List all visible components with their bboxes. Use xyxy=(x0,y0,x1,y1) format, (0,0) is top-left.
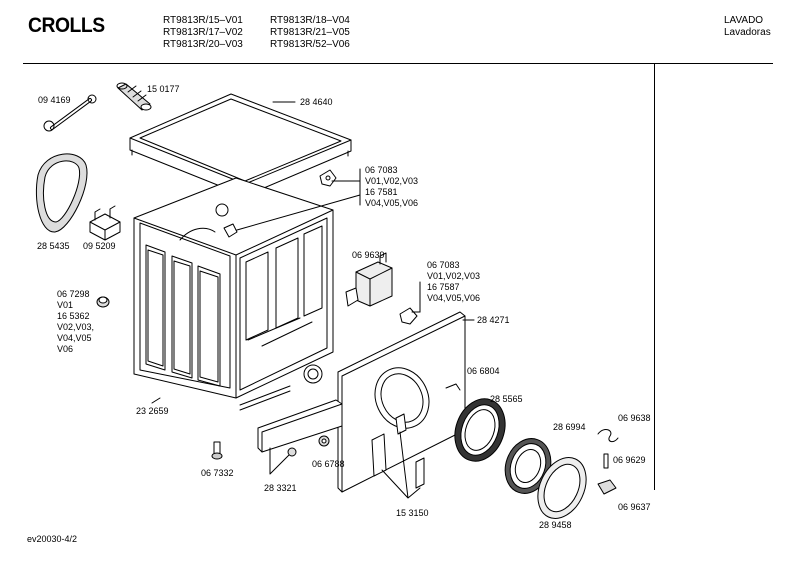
part-label: 28 6994 xyxy=(553,422,586,432)
hinge-clip-part xyxy=(319,169,337,187)
category-title: LAVADO xyxy=(724,15,764,26)
part-label-group: 06 7083 V01,V02,V03 16 7587 V04,V05,V06 xyxy=(427,260,480,304)
leveling-foot-part xyxy=(211,441,223,460)
model-code: RT9813R/20–V03 xyxy=(163,39,243,50)
part-variant: V04,V05 xyxy=(57,333,92,343)
part-label: 28 4640 xyxy=(300,97,333,107)
leader-bracket xyxy=(411,281,421,313)
part-label: 06 6788 xyxy=(312,459,345,469)
model-code: RT9813R/15–V01 xyxy=(163,15,243,26)
part-label: 16 7581 xyxy=(365,187,398,197)
part-label: 09 5209 xyxy=(83,241,116,251)
worktop-lid-part xyxy=(129,93,352,197)
door-pin-part xyxy=(603,453,609,469)
door-handle-part xyxy=(597,479,617,495)
door-seal-part xyxy=(35,153,88,233)
leader-bracket xyxy=(236,168,361,231)
frame-clip-part xyxy=(223,223,238,238)
part-label: 06 7332 xyxy=(201,468,234,478)
part-label: 15 0177 xyxy=(147,84,180,94)
part-label: 28 4271 xyxy=(477,315,510,325)
part-variant: V04,V05,V06 xyxy=(427,293,481,303)
document-code: ev20030-4/2 xyxy=(27,534,78,544)
part-variant: V06 xyxy=(57,344,74,354)
model-list-col1: RT9813R/15–V01 RT9813R/17–V02 RT9813R/20… xyxy=(163,15,243,51)
part-label: 16 5362 xyxy=(57,311,90,321)
rubber-foot-part xyxy=(96,296,110,308)
part-label: 06 7083 xyxy=(365,165,398,175)
part-variant: V01,V02,V03 xyxy=(365,176,419,186)
part-label: 06 6804 xyxy=(467,366,500,376)
part-label: 23 2659 xyxy=(136,406,169,416)
hinge-bracket-part xyxy=(371,413,425,499)
part-variant: V02,V03, xyxy=(57,322,95,332)
part-variant: V04,V05,V06 xyxy=(365,198,419,208)
part-label: 28 3321 xyxy=(264,483,297,493)
door-lock-part xyxy=(345,252,393,307)
nut-part xyxy=(318,435,330,447)
plinth-part xyxy=(257,399,343,453)
part-label: 28 5435 xyxy=(37,241,70,251)
part-label-group: 06 7298 V01 16 5362 V02,V03, V04,V05 V06 xyxy=(57,289,94,355)
part-label: 28 9458 xyxy=(539,520,572,530)
part-variant: V01,V02,V03 xyxy=(427,271,481,281)
category-subtitle: Lavadoras xyxy=(724,27,771,38)
part-label: 06 9638 xyxy=(618,413,651,423)
part-label: 15 3150 xyxy=(396,508,429,518)
small-nut-part xyxy=(287,447,297,457)
model-list-col2: RT9813R/18–V04 RT9813R/21–V05 RT9813R/52… xyxy=(270,15,350,51)
clip-bracket-part xyxy=(89,205,121,241)
part-label: 06 7298 xyxy=(57,289,90,299)
door-glass-part xyxy=(537,457,587,519)
part-label: 09 4169 xyxy=(38,95,71,105)
door-outer-ring-part xyxy=(454,398,506,462)
door-hook-part xyxy=(445,383,461,391)
brand-logo: CROLLS xyxy=(28,14,105,37)
part-variant: V01 xyxy=(57,300,74,310)
lock-clip-part xyxy=(399,307,418,325)
hose-fitting-part xyxy=(116,82,152,111)
part-label: 06 9637 xyxy=(618,502,651,512)
part-label-group: 06 7083 V01,V02,V03 16 7581 V04,V05,V06 xyxy=(365,165,418,209)
part-label: 06 9639 xyxy=(352,250,385,260)
part-label: 06 9629 xyxy=(613,455,646,465)
cabinet-frame-part xyxy=(133,177,334,411)
leader-line xyxy=(151,397,161,404)
model-code: RT9813R/17–V02 xyxy=(163,27,243,38)
model-code: RT9813R/52–V06 xyxy=(270,39,350,50)
part-label: 28 5565 xyxy=(490,394,523,404)
model-code: RT9813R/21–V05 xyxy=(270,27,350,38)
part-label: 06 7083 xyxy=(427,260,460,270)
vertical-divider xyxy=(654,64,655,490)
wrench-part xyxy=(43,94,97,132)
door-inner-ring-part xyxy=(504,438,552,494)
leader-bracket xyxy=(269,447,293,475)
front-panel-part xyxy=(337,311,466,493)
part-label: 16 7587 xyxy=(427,282,460,292)
door-hinge-spring-part xyxy=(597,429,619,443)
header-divider xyxy=(23,63,773,64)
category-block: LAVADO Lavadoras xyxy=(724,15,771,39)
model-code: RT9813R/18–V04 xyxy=(270,15,350,26)
